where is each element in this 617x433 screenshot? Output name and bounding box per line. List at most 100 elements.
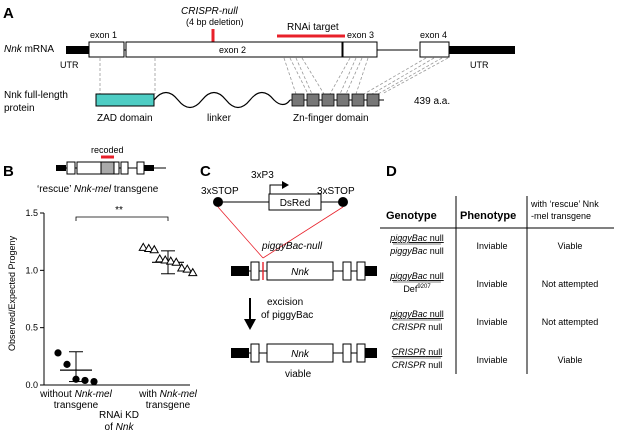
exon-2-label: exon 2: [219, 45, 246, 55]
allele-exon-3b: [342, 343, 352, 363]
x-group-label-line2: transgene: [54, 400, 99, 411]
transgene-label: ‘rescue’ Nnk-mel transgene: [37, 184, 159, 195]
x-caption-gene: Nnk: [116, 422, 135, 433]
data-point: [187, 267, 198, 277]
stop-right-label: 3xSTOP: [317, 186, 355, 197]
phenotype-cell: Inviable: [476, 279, 507, 289]
data-point: [182, 264, 193, 273]
crispr-deletion-note: (4 bp deletion): [186, 17, 244, 27]
data-point: [165, 256, 176, 265]
x-group-label: with Nnk-mel: [138, 389, 198, 400]
utr-right-label: UTR: [470, 60, 489, 70]
exon-4-box: [419, 41, 450, 58]
mrna-label: Nnk mRNA: [4, 44, 54, 55]
genotype-bottom: Def9207: [403, 284, 431, 294]
phenotype-cell: Inviable: [476, 355, 507, 365]
allele-exon-3a: [342, 261, 352, 281]
header-genotype: Genotype: [386, 210, 437, 222]
panel-c: C 3xP3 3xSTOP 3xSTOP DsRed piggyBac-null…: [200, 163, 377, 380]
transgene-suffix: transgene: [111, 184, 159, 195]
rescue-cell: Viable: [558, 355, 583, 365]
protein-length: 439 a.a.: [414, 96, 450, 107]
panel-b: B recoded ‘rescue’ Nnk-mel transgene 0.0…: [3, 145, 198, 433]
allele-utr-left-2: [231, 348, 249, 358]
utr-right-block: [449, 46, 515, 54]
exon-2-box: [125, 41, 343, 58]
x-group-label: without Nnk-mel: [39, 389, 112, 400]
allele-exon-2b: [266, 343, 334, 363]
genotype-top: piggyBac null: [389, 271, 444, 281]
stop-left-label: 3xSTOP: [201, 186, 239, 197]
genotype-top: piggyBac null: [389, 309, 444, 319]
data-point: [176, 263, 187, 272]
stop-right-dot: [338, 197, 348, 207]
panel-a: A CRISPR-null (4 bp deletion) RNAi targe…: [3, 5, 515, 124]
p3-label: 3xP3: [251, 170, 274, 181]
allele-utr-left-1: [231, 266, 249, 276]
genotype-bottom: CRISPR null: [392, 360, 443, 370]
transgene-exon-3: [120, 161, 129, 175]
panel-d-letter: D: [386, 163, 397, 180]
header-phenotype: Phenotype: [460, 210, 516, 222]
phenotype-cell: Inviable: [476, 317, 507, 327]
header-rescue-line2: -mel transgene: [531, 211, 591, 221]
excision-label-2: of piggyBac: [261, 310, 313, 321]
data-point: [149, 244, 160, 254]
transgene-recoded-region: [100, 161, 115, 175]
zad-domain-label: ZAD domain: [97, 113, 153, 124]
data-point: [54, 349, 62, 357]
linker-label: linker: [207, 113, 232, 124]
recoded-label: recoded: [91, 145, 124, 155]
panel-b-letter: B: [3, 163, 14, 180]
data-point: [90, 377, 98, 386]
allele-exon-4b: [356, 343, 366, 363]
zn-finger-6: [366, 93, 380, 107]
rescue-cell: Viable: [558, 241, 583, 251]
data-point: [171, 257, 182, 266]
panel-a-letter: A: [3, 5, 14, 22]
zn-finger-domains: [291, 93, 380, 107]
rescue-cell: Not attempted: [542, 279, 599, 289]
genotype-top: CRISPR null: [392, 347, 443, 357]
linker-line: [153, 91, 291, 109]
allele-exon-1a: [250, 261, 260, 281]
x-group-label-line2: transgene: [146, 400, 191, 411]
transgene-gene: Nnk-mel: [74, 184, 112, 195]
data-point: [138, 242, 149, 251]
data-point: [72, 375, 80, 383]
panel-d: D Genotype Phenotype with ‘rescue’ Nnk -…: [380, 163, 614, 374]
x-caption-line1: RNAi KD: [99, 410, 139, 421]
y-tick-label: 1.5: [25, 208, 38, 218]
genotype-top: piggyBac null: [389, 233, 444, 243]
allele-gene-1: Nnk: [291, 267, 310, 278]
x-caption-of: of: [105, 422, 116, 433]
rnai-target-label: RNAi target: [287, 22, 339, 33]
allele-exon-1b: [250, 343, 260, 363]
protein-label-line1: Nnk full-length: [4, 90, 68, 101]
crispr-null-label: CRISPR-null: [181, 6, 238, 17]
transgene-utr-left: [56, 165, 66, 171]
genotype-bottom: piggyBac null: [389, 246, 444, 256]
zn-finger-2: [306, 93, 320, 107]
zad-domain-box: [95, 93, 155, 107]
genotype-bottom: CRISPR null: [392, 322, 443, 332]
utr-left-block: [66, 46, 89, 54]
projection-lines: [99, 57, 449, 95]
promoter-arrowhead: [282, 181, 289, 189]
data-point: [154, 253, 165, 263]
y-tick-label: 1.0: [25, 265, 38, 275]
allele-utr-right-1: [365, 266, 377, 276]
y-axis-label: Observed/Expected Progeny: [7, 235, 17, 351]
transgene-exon-1: [66, 161, 76, 175]
exon-1-box: [88, 41, 125, 58]
insertion-line-left: [217, 206, 264, 259]
allele-utr-right-2: [365, 348, 377, 358]
data-point: [81, 376, 89, 385]
exon-1-label: exon 1: [90, 30, 117, 40]
zn-domain-label: Zn-finger domain: [293, 113, 369, 124]
